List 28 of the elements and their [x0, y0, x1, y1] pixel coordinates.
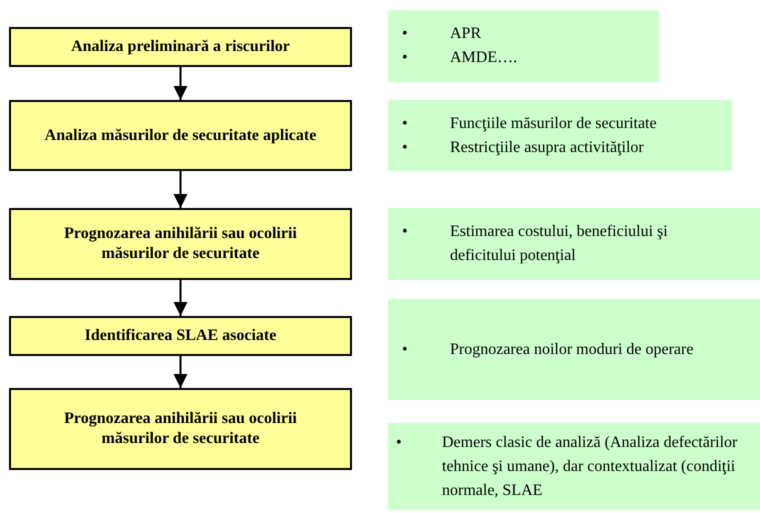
bullet-text: Estimarea costului, beneficiului şi deficitului potenţial	[450, 223, 668, 264]
note-box	[388, 423, 760, 510]
bullet-text: Restricţiile asupra activităţilor	[450, 138, 644, 156]
bullet: •	[402, 340, 408, 360]
process-box: Analiza preliminară a riscurilor	[9, 27, 352, 67]
bullet-text: APR	[450, 25, 482, 42]
process-box: Analiza măsurilor de securitate aplicate	[9, 100, 352, 171]
arrow	[174, 356, 188, 388]
note-box	[388, 299, 760, 400]
bullet-text: Funcţiile măsurilor de securitate	[450, 114, 657, 132]
arrow	[174, 67, 188, 100]
process-box: Prognozarea anihilării sau ocolirii măsurilor de securitate	[9, 208, 352, 280]
note-box	[388, 10, 659, 82]
bullet: •	[402, 48, 408, 68]
bullet-text: AMDE….	[450, 49, 518, 66]
process-box: Prognozarea anihilării sau ocolirii măsurilor de securitate	[9, 388, 352, 470]
bullet-text: Prognozarea noilor moduri de operare	[450, 340, 694, 358]
process-box: Identificarea SLAE asociate	[9, 316, 352, 356]
bullet-text: Demers clasic de analiză (Analiza defectărilor tehnice şi umane), dar contextualizat (condiţii normale, SLAE	[442, 434, 738, 498]
bullet: •	[402, 24, 408, 44]
bullet: •	[402, 114, 408, 134]
bullet: •	[402, 138, 408, 158]
arrow	[174, 171, 188, 208]
arrow	[174, 280, 188, 316]
bullet: •	[396, 432, 402, 452]
note-box	[388, 208, 760, 280]
note-box	[388, 100, 732, 171]
bullet: •	[402, 222, 408, 242]
